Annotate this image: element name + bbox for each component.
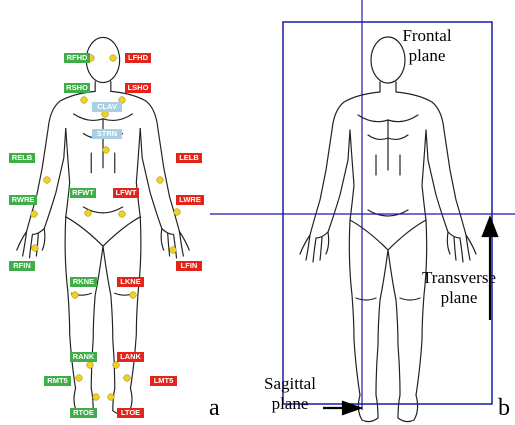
transverse-plane-label-line2: plane [416, 288, 502, 308]
marker-label-lfhd: LFHD [125, 53, 151, 63]
sagittal-plane-label: Sagittal plane [255, 374, 325, 414]
frontal-plane-rect [283, 22, 492, 404]
marker-label-lank: LANK [117, 352, 144, 362]
marker-label-lfwt: LFWT [113, 188, 139, 198]
frontal-plane-label: Frontal plane [392, 26, 462, 66]
marker-label-rfhd: RFHD [64, 53, 90, 63]
marker-label-lelb: LELB [176, 153, 202, 163]
marker-label-lmt5: LMT5 [150, 376, 177, 386]
marker-label-rwre: RWRE [9, 195, 37, 205]
frontal-plane-label-line2: plane [392, 46, 462, 66]
transverse-plane-label: Transverse plane [416, 268, 502, 308]
marker-label-rank: RANK [70, 352, 97, 362]
frontal-plane-label-line1: Frontal [392, 26, 462, 46]
panel-letter-b: b [498, 395, 510, 422]
marker-label-rkne: RKNE [70, 277, 97, 287]
planes-group [210, 0, 515, 410]
marker-label-rfin: RFIN [9, 261, 35, 271]
marker-body-figure [17, 37, 189, 414]
transverse-plane-label-line1: Transverse [416, 268, 502, 288]
plane-body-figure [300, 37, 476, 422]
marker-label-lsho: LSHO [125, 83, 151, 93]
sagittal-plane-label-line2: plane [255, 394, 325, 414]
marker-label-clav: CLAV [92, 102, 122, 112]
marker-label-rmt5: RMT5 [44, 376, 71, 386]
sagittal-plane-label-line1: Sagittal [255, 374, 325, 394]
marker-label-lwre: LWRE [176, 195, 204, 205]
marker-label-rtoe: RTOE [70, 408, 97, 418]
marker-label-rsho: RSHO [64, 83, 90, 93]
marker-label-relb: RELB [9, 153, 35, 163]
marker-label-lkne: LKNE [117, 277, 144, 287]
panel-letter-a: a [209, 395, 220, 422]
marker-label-rfwt: RFWT [70, 188, 96, 198]
marker-label-ltoe: LTOE [117, 408, 144, 418]
marker-label-strn: STRN [92, 129, 122, 139]
marker-label-lfin: LFIN [176, 261, 202, 271]
transverse-arrow-head [483, 218, 497, 236]
